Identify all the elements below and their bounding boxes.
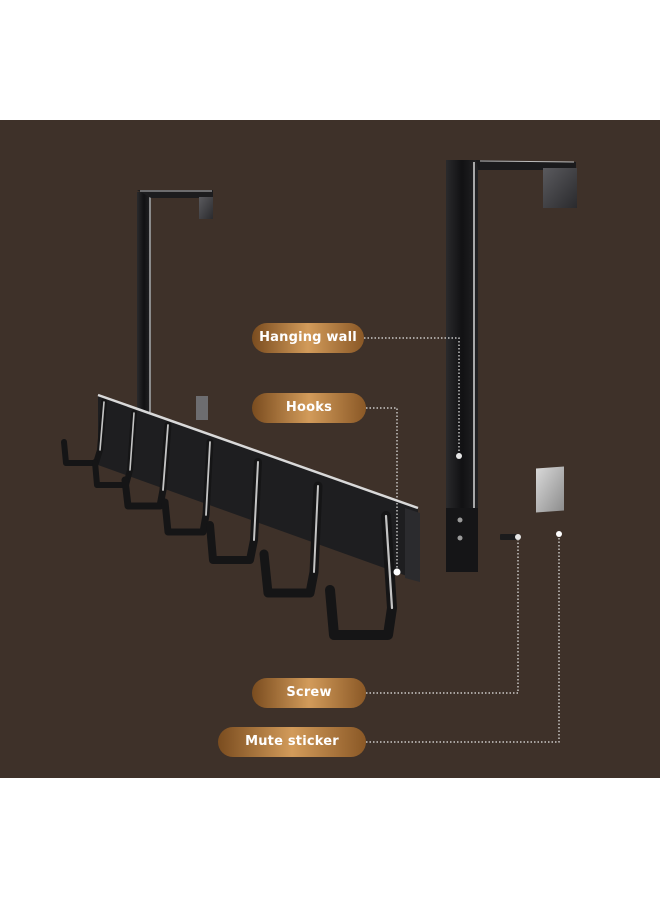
callout-endpoints [393, 568, 401, 576]
label-mute-sticker: Mute sticker [218, 727, 366, 757]
callout-lines [364, 337, 560, 743]
large-bracket [446, 160, 577, 572]
label-screw: Screw [252, 678, 366, 708]
hooks [61, 399, 397, 640]
label-hooks: Hooks [252, 393, 366, 423]
hook-rack-illustration [61, 160, 577, 743]
small-bracket [137, 190, 213, 420]
label-hanging-wall: Hanging wall [252, 323, 364, 353]
mute-sticker [536, 466, 564, 537]
screw [500, 534, 521, 540]
product-photo-panel: Hanging wall Hooks Screw Mute sticker [0, 120, 660, 778]
